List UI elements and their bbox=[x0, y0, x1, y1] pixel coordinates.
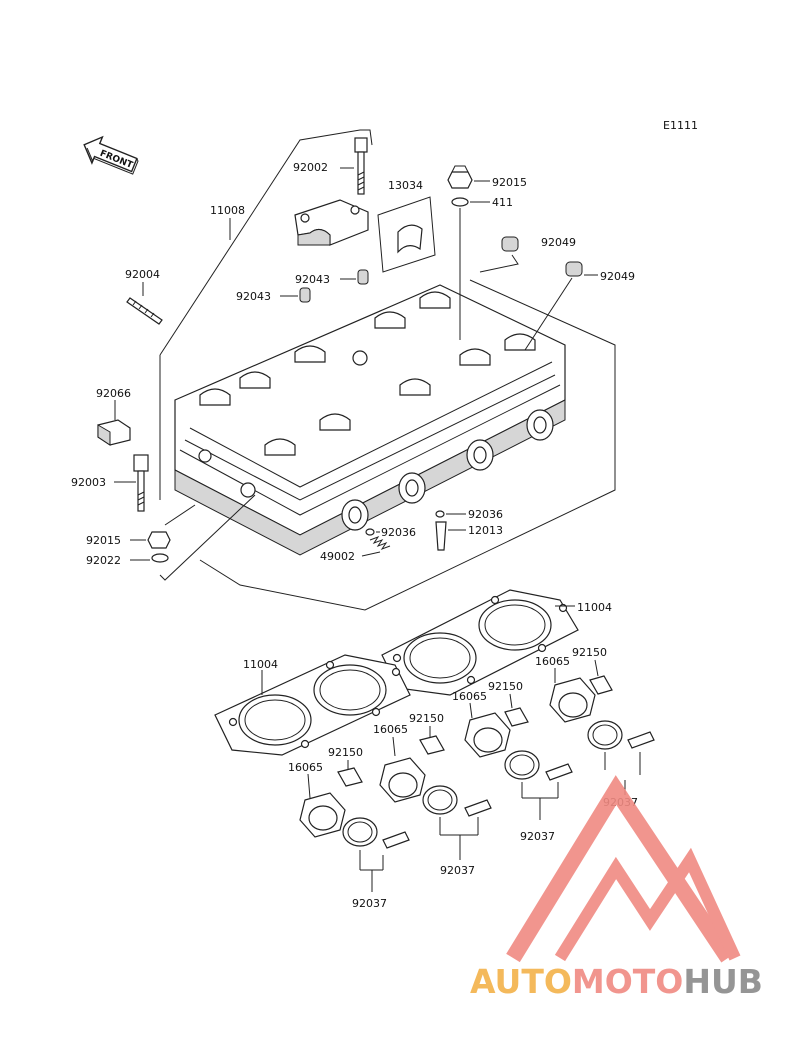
label-16065-c: 16065 bbox=[452, 690, 487, 703]
logo-text: AUTOMOTOHUB bbox=[470, 962, 763, 1001]
cap-nut-92015-low bbox=[147, 531, 171, 549]
label-11004-b: 11004 bbox=[243, 658, 278, 671]
leader-head-lines bbox=[159, 494, 256, 581]
label-12013: 12013 bbox=[468, 524, 503, 537]
stud-92004 bbox=[126, 297, 163, 325]
label-92004: 92004 bbox=[125, 268, 160, 281]
bolt-92002 bbox=[354, 137, 368, 195]
label-92036-a: 92036 bbox=[468, 508, 503, 521]
automotohub-logo: AUTOMOTOHUB bbox=[470, 775, 763, 1001]
label-92015-low: 92015 bbox=[86, 534, 121, 547]
label-92150-c: 92150 bbox=[488, 680, 523, 693]
label-92003: 92003 bbox=[71, 476, 106, 489]
leader-16065-c bbox=[469, 702, 473, 719]
cap-nut-92015-top bbox=[447, 165, 473, 189]
label-16065-b: 16065 bbox=[373, 723, 408, 736]
intake-holder-a bbox=[299, 767, 410, 849]
label-92002: 92002 bbox=[293, 161, 328, 174]
leader-49002 bbox=[361, 551, 381, 557]
label-49002: 49002 bbox=[320, 550, 355, 563]
label-92037-a: 92037 bbox=[352, 897, 387, 910]
leader-92037-a bbox=[359, 850, 384, 892]
washer-92022 bbox=[151, 553, 169, 563]
front-arrow-icon: FRONT bbox=[83, 135, 139, 175]
label-92150-d: 92150 bbox=[572, 646, 607, 659]
cam-cap bbox=[294, 199, 369, 246]
washer-92036-a bbox=[435, 510, 445, 518]
label-92022: 92022 bbox=[86, 554, 121, 567]
label-11008: 11008 bbox=[210, 204, 245, 217]
label-92049-b: 92049 bbox=[600, 270, 635, 283]
oil-seal-92049-a bbox=[501, 236, 519, 252]
label-411: 411 bbox=[492, 196, 513, 209]
label-92037-c: 92037 bbox=[520, 830, 555, 843]
label-92043-b: 92043 bbox=[236, 290, 271, 303]
cam-chain-guide-13034 bbox=[377, 196, 436, 273]
label-92049-a: 92049 bbox=[541, 236, 576, 249]
leader-92150-c bbox=[509, 693, 513, 709]
intake-holder-c bbox=[464, 707, 573, 781]
intake-holder-d bbox=[549, 675, 655, 750]
label-92066: 92066 bbox=[96, 387, 131, 400]
washer-411 bbox=[451, 197, 469, 207]
leader-16065-b bbox=[392, 736, 396, 757]
cylinder-head bbox=[174, 284, 566, 556]
leader-92049-b bbox=[524, 277, 573, 351]
label-92015-top: 92015 bbox=[492, 176, 527, 189]
leader-16065-a bbox=[307, 773, 311, 799]
label-92150-a: 92150 bbox=[328, 746, 363, 759]
dowel-92043-a bbox=[357, 269, 369, 285]
label-92037-b: 92037 bbox=[440, 864, 475, 877]
intake-holder-b bbox=[379, 735, 492, 817]
label-16065-d: 16065 bbox=[535, 655, 570, 668]
leader-92150-d bbox=[594, 659, 599, 677]
label-92036-b: 92036 bbox=[381, 526, 416, 539]
label-13034: 13034 bbox=[388, 179, 423, 192]
leader-92049-a bbox=[479, 254, 519, 273]
spring-49002 bbox=[369, 535, 391, 551]
head-frame-line-top bbox=[159, 129, 373, 356]
dowel-92043-b bbox=[299, 287, 311, 303]
label-11004-a: 11004 bbox=[577, 601, 612, 614]
valve-guide-12013 bbox=[435, 521, 447, 551]
head-gasket-right bbox=[381, 589, 579, 696]
leader-92037-b bbox=[439, 817, 479, 860]
leader-92037-c bbox=[521, 782, 559, 820]
label-92043-a: 92043 bbox=[295, 273, 330, 286]
diagram-code: E1111 bbox=[663, 119, 698, 132]
label-92150-b: 92150 bbox=[409, 712, 444, 725]
label-16065-a: 16065 bbox=[288, 761, 323, 774]
oil-seal-92049-b bbox=[565, 261, 583, 277]
washer-92036-b bbox=[365, 528, 375, 536]
head-frame-line-right bbox=[199, 279, 616, 611]
head-gasket-left bbox=[214, 654, 411, 756]
grommet-92066 bbox=[97, 419, 131, 446]
bolt-92003 bbox=[133, 454, 149, 512]
